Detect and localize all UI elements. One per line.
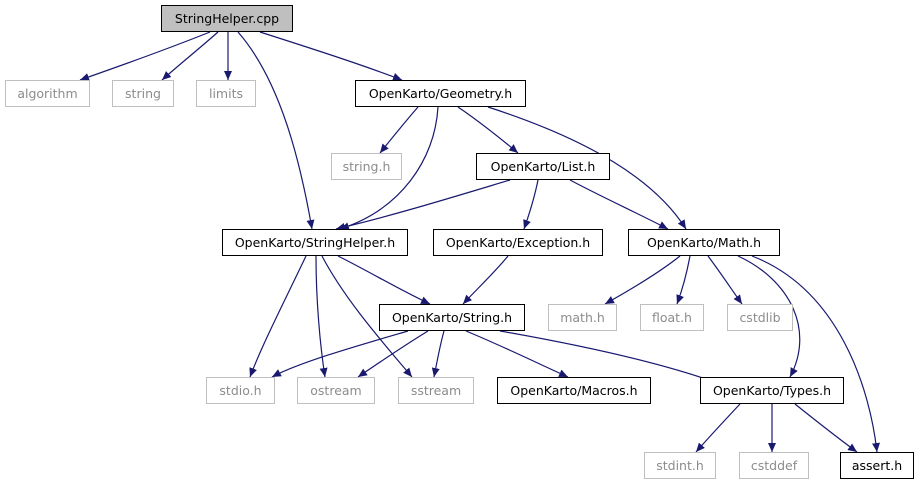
edge-math-math_h (604, 255, 681, 305)
node-limits: limits (196, 80, 256, 107)
node-cstdlib: cstdlib (727, 304, 793, 331)
edge-root-geometry (259, 31, 403, 81)
node-math-h[interactable]: OpenKarto/Math.h (628, 229, 780, 256)
edge-stringhelper-stdio (249, 255, 307, 378)
edge-stringhelper-sstream (321, 255, 413, 378)
edge-okstring-ostream (357, 330, 429, 378)
edge-root-stringhelper (237, 31, 315, 230)
node-list-h[interactable]: OpenKarto/List.h (476, 153, 610, 180)
node-ostream: ostream (297, 377, 375, 404)
node-stringhelper-cpp: StringHelper.cpp (161, 5, 293, 32)
edge-math-float_h (676, 255, 691, 305)
node-types-h[interactable]: OpenKarto/Types.h (700, 377, 844, 404)
node-stdint-h: stdint.h (644, 452, 716, 479)
node-sstream: sstream (398, 377, 474, 404)
node-stringhelper-h[interactable]: OpenKarto/StringHelper.h (222, 229, 408, 256)
node-macros-h[interactable]: OpenKarto/Macros.h (497, 377, 651, 404)
edge-root-string (161, 31, 219, 81)
node-cstddef: cstddef (739, 452, 809, 479)
node-string-h: string.h (331, 153, 402, 180)
edge-list-exception (523, 179, 539, 230)
edge-math-cstdlib (707, 255, 743, 305)
node-math-h-std: math.h (548, 304, 617, 331)
edge-geometry-math (487, 106, 687, 230)
edge-geometry-stringhelper (339, 106, 439, 231)
edge-okstring-macros (465, 330, 569, 378)
edge-root-algorithm (79, 31, 211, 81)
node-string: string (112, 80, 174, 107)
node-algorithm: algorithm (5, 80, 90, 107)
node-assert-h[interactable]: assert.h (840, 452, 914, 479)
node-string-h-openkarto[interactable]: OpenKarto/String.h (379, 304, 525, 331)
edge-exception-okstring (462, 255, 509, 305)
edge-list-stringhelper (335, 179, 511, 231)
edge-geometry-string_h (379, 106, 419, 154)
edge-list-math (569, 179, 669, 230)
edge-stringhelper-ostream (315, 255, 328, 378)
node-geometry-h[interactable]: OpenKarto/Geometry.h (355, 80, 526, 107)
edge-geometry-list (457, 106, 519, 154)
edge-math-assert (751, 255, 880, 453)
edge-okstring-sstream (431, 330, 445, 378)
edge-okstring-stdio (271, 330, 409, 378)
node-exception-h[interactable]: OpenKarto/Exception.h (433, 229, 603, 256)
edge-types-stdint (695, 403, 741, 453)
node-float-h: float.h (640, 304, 704, 331)
edge-stringhelper-okstring (337, 255, 431, 305)
edge-types-assert (794, 403, 858, 453)
edge-okstring-types (499, 330, 721, 385)
node-stdio-h: stdio.h (206, 377, 275, 404)
